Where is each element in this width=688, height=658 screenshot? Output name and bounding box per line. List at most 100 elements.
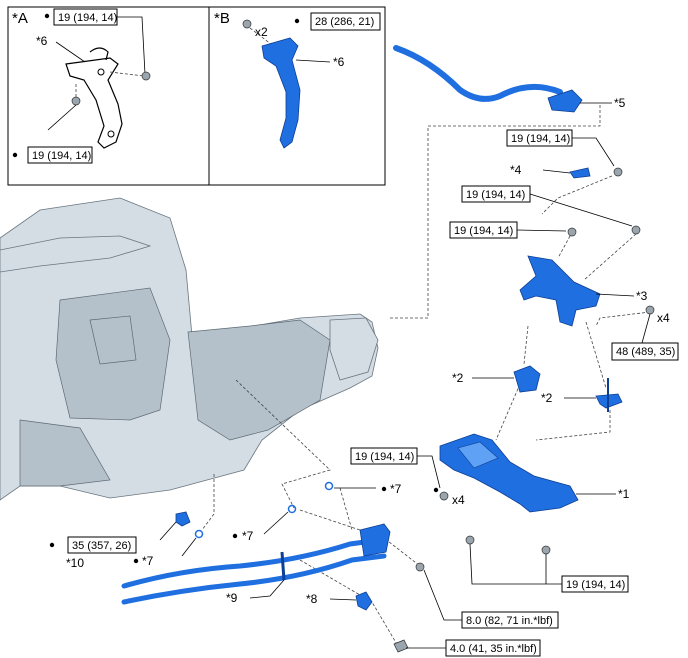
panel-b-marker: *B — [214, 10, 230, 27]
dashed-guide — [299, 559, 399, 647]
torque-text: 19 (194, 14) — [466, 189, 525, 201]
leader-line — [295, 59, 331, 63]
leader-line — [542, 169, 571, 174]
torque-text: 35 (357, 26) — [72, 540, 131, 552]
bullet-dot — [294, 18, 300, 24]
leader-line — [572, 137, 615, 167]
bracket-part-4-icon — [569, 167, 591, 179]
count-label: x4 — [657, 311, 670, 325]
torque-text: 48 (489, 35) — [616, 346, 675, 358]
bracket-part-icon — [261, 37, 301, 149]
bolt-icon — [631, 225, 641, 235]
callout-1: *1 — [618, 487, 630, 501]
dashed-guide — [535, 410, 611, 441]
drain-plug-10-icon — [175, 511, 191, 527]
callout-2b: *2 — [541, 391, 553, 405]
dashed-guide — [201, 474, 215, 531]
bolt-icon — [645, 305, 655, 315]
leader-line — [529, 193, 633, 227]
bracket-outline-detail — [89, 47, 109, 61]
dashed-guide — [595, 311, 651, 327]
dashed-guide — [541, 175, 613, 215]
dashed-guide — [235, 379, 331, 509]
bullet-dot — [133, 558, 139, 564]
panel-a-callout-6: *6 — [36, 34, 48, 48]
torque-box-80 — [461, 611, 559, 629]
leader-line — [181, 537, 197, 557]
leader-line — [159, 521, 177, 541]
callout-5: *5 — [614, 96, 626, 110]
bolt-icon — [415, 562, 425, 572]
bolt-icon — [439, 491, 449, 501]
leader-line — [263, 511, 289, 535]
torque-text: 19 (194, 14) — [32, 150, 91, 162]
cooler-tube-9-icon — [121, 537, 383, 589]
torque-text: 28 (286, 21) — [315, 16, 374, 28]
dashed-guide — [585, 321, 607, 389]
gasket-icon — [287, 504, 297, 514]
bullet-dot — [232, 533, 238, 539]
dashed-guide — [583, 233, 637, 281]
torque-text: 19 (194, 14) — [454, 225, 513, 237]
leader-line — [417, 455, 441, 489]
torque-text: 8.0 (82, 71 in.*lbf) — [466, 615, 553, 627]
leader-line — [55, 41, 86, 63]
torque-text: 19 (194, 14) — [58, 12, 117, 24]
torque-text: 19 (194, 14) — [355, 451, 414, 463]
leader-line — [47, 104, 77, 131]
callout-7b: *7 — [242, 529, 254, 543]
bolt-icon — [465, 535, 475, 545]
cooler-tube-9b — [121, 553, 387, 605]
bolt-icon — [613, 167, 623, 177]
mount-pad-2-icon — [513, 365, 541, 393]
dashed-guide — [390, 104, 601, 319]
leader-line — [329, 598, 357, 601]
callout-2a: *2 — [452, 371, 464, 385]
torque-box-bottom — [561, 575, 629, 593]
torque-box-40 — [445, 639, 541, 657]
leader-line — [117, 16, 146, 75]
tube-fitting-icon — [359, 523, 391, 557]
hose-part-5-end — [547, 89, 583, 113]
callout-7c: *7 — [142, 554, 154, 568]
panel-b-callout-6: *6 — [333, 55, 345, 69]
bullet-dot — [381, 486, 387, 492]
callout-4: *4 — [510, 163, 522, 177]
callout-9: *9 — [226, 591, 238, 605]
leader-line — [516, 229, 567, 232]
callout-10: *10 — [66, 556, 84, 570]
clamp-part-8-icon — [355, 591, 373, 611]
dashed-guide — [557, 235, 571, 259]
bolt-icon — [567, 227, 577, 237]
count-label: x4 — [452, 493, 465, 507]
torque-text: 19 (194, 14) — [511, 133, 570, 145]
engine-transmission-icon — [0, 197, 379, 501]
crossmember-highlight — [457, 441, 499, 469]
torque-box-48 — [611, 342, 679, 361]
torque-box-a-bottom — [27, 146, 93, 164]
tube-clamp — [280, 551, 286, 581]
panel-a-marker: *A — [12, 10, 28, 27]
dashed-guide — [523, 325, 529, 365]
dashed-guide — [109, 71, 145, 77]
leader-line — [469, 543, 562, 585]
dashed-guide — [495, 383, 521, 441]
torque-box-35 — [67, 536, 137, 554]
count-label: x2 — [255, 25, 268, 39]
torque-text: 4.0 (41, 35 in.*lbf) — [450, 643, 537, 655]
bullet-dot — [433, 487, 439, 493]
bracket-outline-icon — [65, 57, 123, 149]
torque-text: 19 (194, 14) — [566, 579, 625, 591]
bullet-dot — [12, 152, 18, 158]
leader-line — [249, 579, 285, 599]
bracket-part-3-icon — [519, 255, 601, 327]
bolt-icon — [71, 96, 81, 106]
callout-8: *8 — [306, 592, 318, 606]
bolt-icon — [393, 639, 409, 653]
bolt-hole — [107, 130, 115, 138]
bullet-dot — [49, 542, 55, 548]
dashed-guide — [339, 487, 353, 531]
callout-3: *3 — [636, 289, 648, 303]
gasket-icon — [324, 481, 334, 491]
